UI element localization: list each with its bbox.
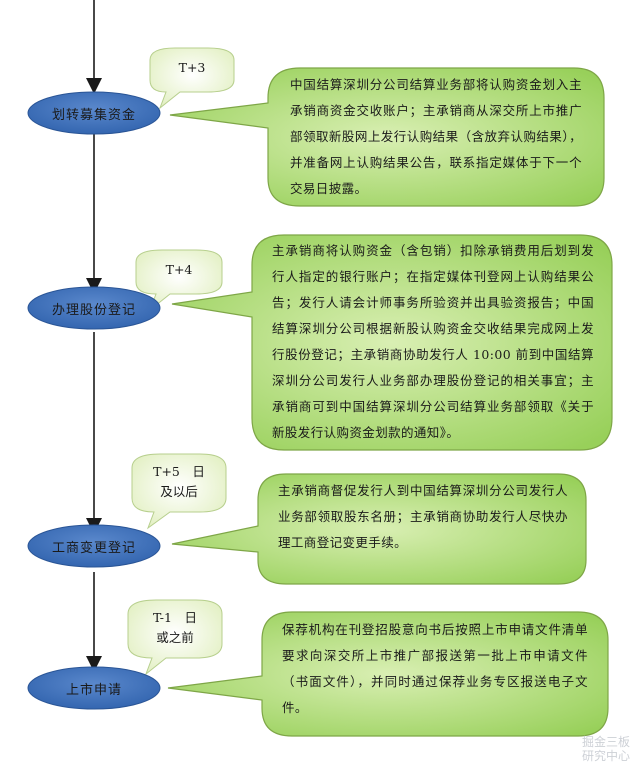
step-4-group <box>27 599 609 737</box>
step-3-time-bubble <box>131 453 227 530</box>
step-2-time: T+4 <box>165 262 193 277</box>
step-4-time-bubble <box>127 599 223 676</box>
step-3-node <box>27 524 161 568</box>
step-4-node <box>27 666 161 710</box>
watermark-line-1: 掘金三板 <box>581 735 630 749</box>
step-2-group <box>27 234 613 451</box>
step-2-note-box <box>171 234 613 451</box>
step-1-note-box <box>169 67 605 207</box>
watermark: 掘金三板 研究中心 <box>582 735 630 763</box>
step-4-note-box <box>167 611 609 737</box>
step-3-note-text: 主承销商督促发行人到中国结算深圳分公司发行人业务部领取股东名册；主承销商协助发行… <box>278 483 568 550</box>
step-4-note-text: 保荐机构在刊登招股意向书后按照上市申请文件清单要求向深交所上市推广部报送第一批上… <box>282 622 588 715</box>
step-1-label: 划转募集资金 <box>51 108 136 123</box>
step-1-node <box>27 91 161 135</box>
step-2-time-bubble <box>135 249 223 312</box>
step-3-note-box <box>171 473 587 585</box>
watermark-line-2: 研究中心 <box>581 749 630 763</box>
step-2-node <box>27 286 161 330</box>
step-4-label: 上市申请 <box>65 683 122 698</box>
step-3-time: T+5 日 及以后 <box>153 464 205 499</box>
step-3-group <box>27 453 587 585</box>
step-1-note-text: 中国结算深圳分公司结算业务部将认购资金划入主承销商资金交收账户；主承销商从深交所… <box>290 77 582 196</box>
step-3-label: 工商变更登记 <box>51 541 136 556</box>
step-2-label: 办理股份登记 <box>51 303 136 318</box>
step-1-time-bubble <box>149 47 235 110</box>
step-4-time: T-1 日 或之前 <box>153 610 197 645</box>
step-1-time: T+3 <box>178 60 206 75</box>
step-1-group <box>27 47 605 207</box>
step-2-note-text: 主承销商将认购资金（含包销）扣除承销费用后划到发行人指定的银行账户；在指定媒体刊… <box>272 243 594 440</box>
